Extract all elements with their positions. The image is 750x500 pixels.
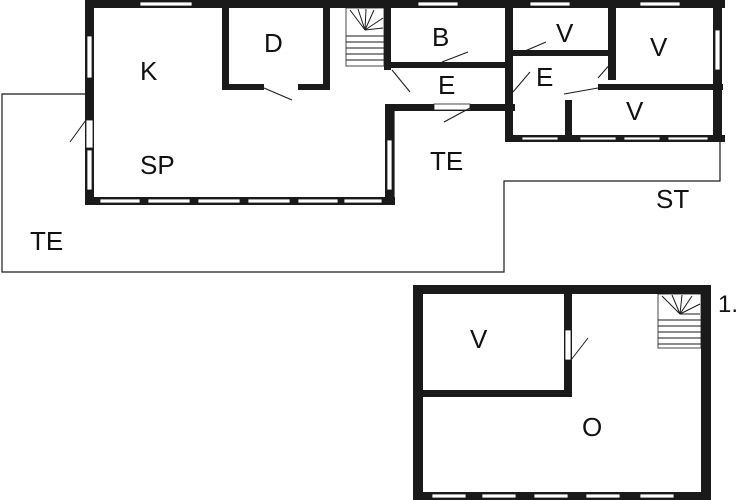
window-w2 (86, 149, 93, 191)
room-label-v3: V (626, 96, 644, 126)
terrace-west-outline (1, 93, 721, 273)
room-label-upper-o: O (582, 412, 602, 442)
upper-door-swing (570, 337, 589, 361)
window-south-row (99, 198, 383, 204)
door-e2-swing (512, 71, 531, 93)
room-label-v2: V (650, 32, 668, 62)
room-label-upper-v: V (470, 324, 488, 354)
wall-d-south-a (222, 84, 264, 90)
upper-wall-east (701, 285, 711, 500)
room-label-e2: E (536, 62, 553, 92)
wall-v3-north (598, 84, 723, 90)
wall-b-south (384, 62, 512, 68)
wall-d-west (222, 0, 229, 90)
wall-v1-south (505, 50, 615, 56)
wall-north (85, 0, 725, 8)
room-label-st: ST (656, 184, 689, 214)
upper-wall-north (413, 285, 711, 294)
door-west-opening (85, 119, 94, 149)
ground-floor: K D B V V V E E SP TE TE ST (1, 0, 725, 273)
wall-west (85, 0, 94, 205)
room-label-k: K (140, 56, 158, 86)
wall-annex-west (505, 60, 513, 142)
floor-level-label: 1. (718, 291, 738, 318)
wall-d-east (323, 0, 330, 90)
wall-east (713, 0, 722, 142)
room-label-b: B (432, 22, 449, 52)
room-label-te1: TE (430, 146, 463, 176)
window-n3 (529, 1, 571, 7)
door-entry-opening (433, 103, 471, 111)
room-label-v1: V (556, 18, 574, 48)
door-b-swing (441, 51, 469, 63)
door-e1-swing (391, 69, 411, 93)
wall-v3-west (565, 100, 572, 142)
window-e1 (714, 29, 721, 71)
window-w1 (86, 35, 93, 79)
room-label-e1: E (438, 70, 455, 100)
door-d-swing (263, 87, 293, 101)
wall-v1-east (608, 0, 616, 80)
upper-wall-v-south (413, 390, 572, 397)
door-entry-swing (443, 107, 471, 123)
room-label-sp: SP (140, 150, 175, 180)
door-v3-swing (563, 87, 599, 95)
door-west-swing (69, 119, 87, 143)
window-annex-south-row (521, 136, 709, 141)
window-n4 (639, 1, 681, 7)
room-label-te2: TE (30, 226, 63, 256)
stair-ground (345, 7, 385, 67)
wall-d-south-b (298, 84, 330, 90)
door-v1-swing (517, 41, 547, 55)
upper-window-south-row (431, 493, 675, 499)
room-label-d: D (264, 28, 283, 58)
window-n1 (139, 1, 193, 7)
stair-upper (657, 293, 702, 349)
upper-floor: V O 1. (413, 285, 738, 500)
upper-door-opening (564, 329, 572, 361)
wall-k-east (384, 0, 391, 70)
window-n2 (417, 1, 459, 7)
door-v2-swing (597, 61, 613, 79)
window-e2 (386, 139, 393, 191)
wall-b-east (505, 0, 513, 68)
